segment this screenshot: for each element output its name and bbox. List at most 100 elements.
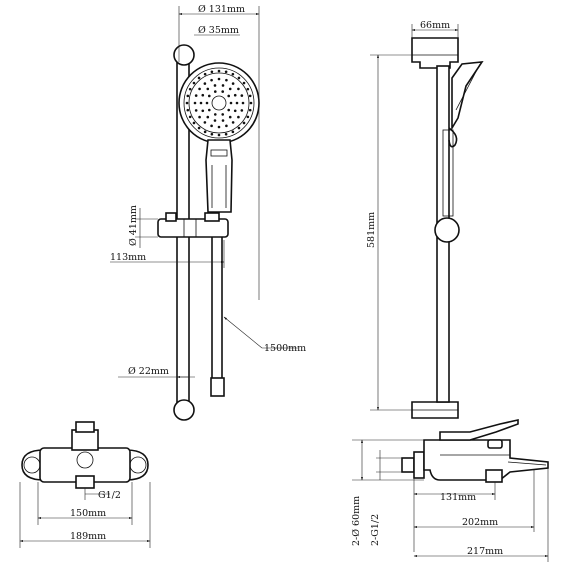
nozzle-dot bbox=[224, 132, 228, 136]
slider-holder bbox=[157, 212, 229, 238]
nozzle-dot bbox=[225, 124, 228, 128]
nozzle-dot bbox=[237, 76, 241, 80]
nozzle-dot bbox=[194, 109, 198, 112]
nozzle-dot bbox=[207, 108, 211, 112]
nozzle-dot bbox=[229, 101, 233, 105]
nozzle-dot bbox=[210, 132, 214, 136]
label-width-66: 66mm bbox=[420, 20, 450, 31]
nozzle-dot bbox=[246, 87, 250, 91]
nozzle-dot bbox=[237, 115, 240, 119]
nozzle-dot bbox=[227, 108, 231, 112]
nozzle-dot bbox=[192, 121, 196, 125]
label-hose-1500: 1500mm bbox=[264, 343, 306, 354]
nozzle-dot bbox=[240, 109, 244, 112]
nozzle-dot bbox=[206, 87, 210, 91]
nozzle-dot bbox=[203, 82, 207, 85]
nozzle-dot bbox=[237, 87, 240, 91]
shower-set-front-view bbox=[157, 44, 298, 421]
nozzle-dot bbox=[228, 87, 232, 91]
front-view-dimensions bbox=[110, 6, 260, 379]
nozzle-dot bbox=[186, 108, 190, 112]
mixer-side-dimensions bbox=[352, 439, 549, 562]
nozzle-dot bbox=[198, 87, 201, 91]
bottom-bracket bbox=[173, 399, 195, 421]
rail-side-view bbox=[411, 37, 484, 419]
top-bracket bbox=[173, 44, 195, 66]
label-width-189: 189mm bbox=[70, 531, 106, 542]
label-width-217: 217mm bbox=[467, 546, 503, 557]
nozzle-dot bbox=[231, 121, 235, 124]
nozzle-dot bbox=[217, 69, 221, 73]
nozzle-dot bbox=[248, 108, 252, 112]
nozzle-dot bbox=[186, 94, 190, 98]
nozzle-dot bbox=[203, 130, 207, 134]
label-width-113: 113mm bbox=[110, 252, 146, 263]
nozzle-dot bbox=[213, 119, 217, 122]
label-dia-22: Ø 22mm bbox=[128, 366, 169, 377]
nozzle-dot bbox=[193, 101, 197, 105]
nozzle-dot bbox=[197, 76, 201, 80]
nozzle-dot bbox=[210, 70, 214, 74]
nozzle-dot bbox=[235, 101, 239, 105]
nozzle-dot bbox=[221, 119, 225, 122]
nozzle-dot bbox=[248, 94, 252, 98]
nozzle-dot bbox=[237, 126, 241, 130]
mixer-front-dimensions bbox=[19, 482, 151, 548]
nozzle-dot bbox=[213, 90, 217, 93]
nozzle-dot bbox=[203, 121, 207, 124]
nozzle-dot bbox=[205, 101, 209, 105]
nozzle-dot bbox=[231, 130, 235, 134]
mixer-front-view bbox=[21, 421, 149, 489]
nozzle-dot bbox=[188, 87, 192, 91]
label-dia-60: 2-Ø 60mm bbox=[351, 496, 362, 546]
nozzle-dot bbox=[201, 93, 205, 97]
nozzle-dot bbox=[231, 82, 235, 85]
nozzle-dot bbox=[213, 84, 217, 87]
nozzle-dot bbox=[231, 72, 235, 76]
nozzle-dot bbox=[225, 78, 228, 82]
nozzle-dot bbox=[246, 115, 250, 119]
nozzle-dot bbox=[203, 72, 207, 76]
nozzle-dot bbox=[194, 94, 198, 97]
nozzle-dot bbox=[198, 115, 201, 119]
nozzle-dot bbox=[201, 109, 205, 113]
mixer-side-view bbox=[401, 419, 549, 483]
nozzle-dot bbox=[217, 133, 221, 137]
nozzle-dot bbox=[242, 121, 246, 125]
nozzle-dot bbox=[213, 113, 217, 116]
nozzle-dot bbox=[221, 84, 225, 87]
nozzle-dot bbox=[217, 77, 221, 81]
nozzle-dot bbox=[197, 126, 201, 130]
shower-head bbox=[178, 62, 260, 213]
nozzle-dot bbox=[240, 94, 244, 97]
nozzle-dot bbox=[224, 70, 228, 74]
nozzle-dot bbox=[227, 94, 231, 98]
nozzle-dot bbox=[217, 125, 221, 129]
label-width-131b: 131mm bbox=[440, 492, 476, 503]
nozzle-dot bbox=[210, 124, 213, 128]
shower-head-side bbox=[451, 61, 484, 131]
nozzle-dot bbox=[192, 81, 196, 85]
nozzle-dot bbox=[228, 115, 232, 119]
nozzle-dot bbox=[185, 101, 189, 105]
nozzle-dot bbox=[207, 94, 211, 98]
nozzle-dot bbox=[221, 90, 225, 93]
nozzle-dot bbox=[233, 109, 237, 113]
slider-knob bbox=[434, 217, 460, 243]
label-height-581: 581mm bbox=[366, 212, 377, 248]
label-thread-2g12: 2-G1/2 bbox=[370, 514, 381, 546]
nozzle-dot bbox=[199, 101, 203, 105]
label-thread-g12: G1/2 bbox=[98, 490, 121, 501]
label-width-131: Ø 131mm bbox=[198, 4, 245, 15]
nozzle-dot bbox=[241, 101, 245, 105]
nozzle-dot bbox=[249, 101, 253, 105]
nozzle-dot bbox=[221, 113, 225, 116]
label-dia-41: Ø 41mm bbox=[128, 205, 139, 246]
nozzle-dot bbox=[206, 115, 210, 119]
label-dia-35: Ø 35mm bbox=[198, 25, 239, 36]
label-width-150: 150mm bbox=[70, 508, 106, 519]
nozzle-dot bbox=[210, 78, 213, 82]
nozzle-dot bbox=[233, 93, 237, 97]
nozzle-dot bbox=[188, 115, 192, 119]
